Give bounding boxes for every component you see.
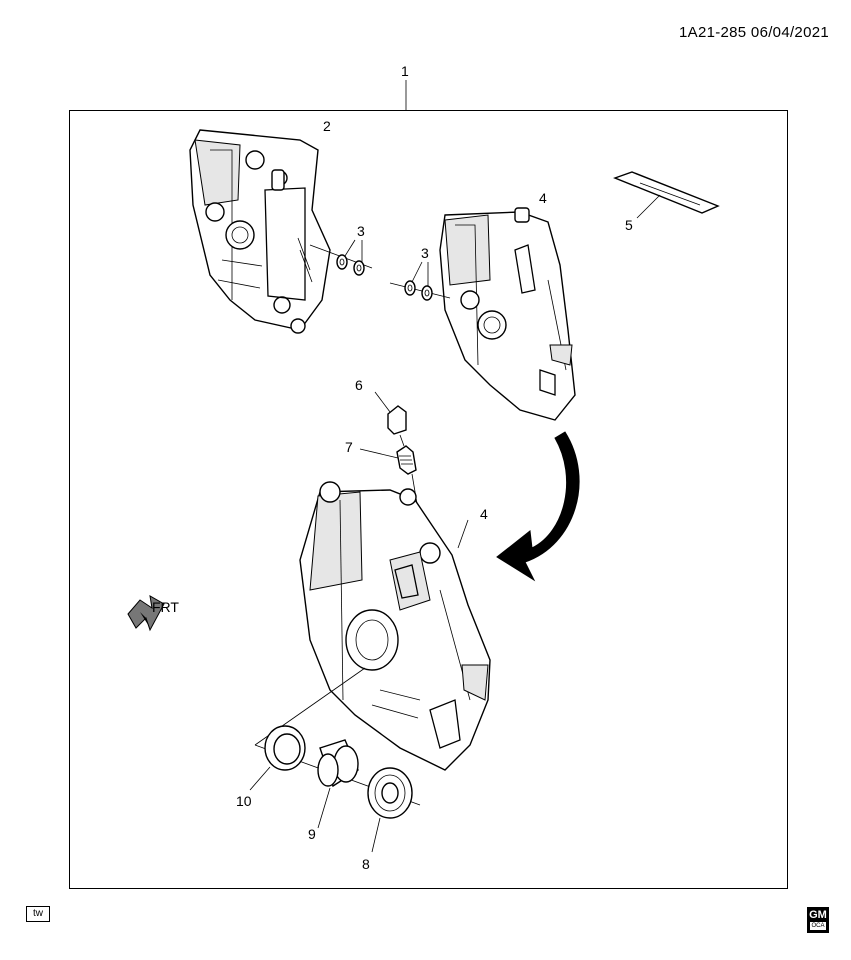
gm-logo-sub: OCA (810, 922, 826, 930)
diagram-reference: 1A21-285 06/04/2021 (679, 24, 829, 41)
callout-6: 6 (355, 377, 363, 393)
callout-3: 3 (421, 245, 429, 261)
piston-9 (317, 739, 359, 829)
callout-10: 10 (236, 793, 252, 809)
caliper-2 (189, 129, 331, 334)
callout-7: 7 (345, 439, 353, 455)
callout-4: 4 (539, 190, 547, 206)
seals-3-right (389, 261, 451, 301)
seals-3-left (309, 239, 373, 276)
callout-2: 2 (323, 118, 331, 134)
callout-5: 5 (625, 217, 633, 233)
gm-logo-text: GM (809, 909, 827, 921)
gm-logo-icon: GM OCA (807, 907, 829, 933)
direction-label: FRT (152, 599, 179, 615)
callout-9: 9 (308, 826, 316, 842)
callout-4: 4 (480, 506, 488, 522)
seal-10 (249, 725, 306, 791)
callout-8: 8 (362, 856, 370, 872)
rotation-arrow-icon (496, 431, 580, 582)
bleeder-cap-6 (374, 391, 407, 435)
emblem-5 (613, 171, 720, 219)
front-direction-arrow-icon (127, 595, 165, 632)
callout-3: 3 (357, 223, 365, 239)
tw-badge: tw (26, 906, 50, 922)
diagram-frame (69, 110, 788, 889)
callout-1: 1 (401, 63, 409, 79)
dust-boot-8 (367, 767, 413, 853)
caliper-4-upper (439, 207, 576, 421)
caliper-4-lower (299, 481, 491, 771)
